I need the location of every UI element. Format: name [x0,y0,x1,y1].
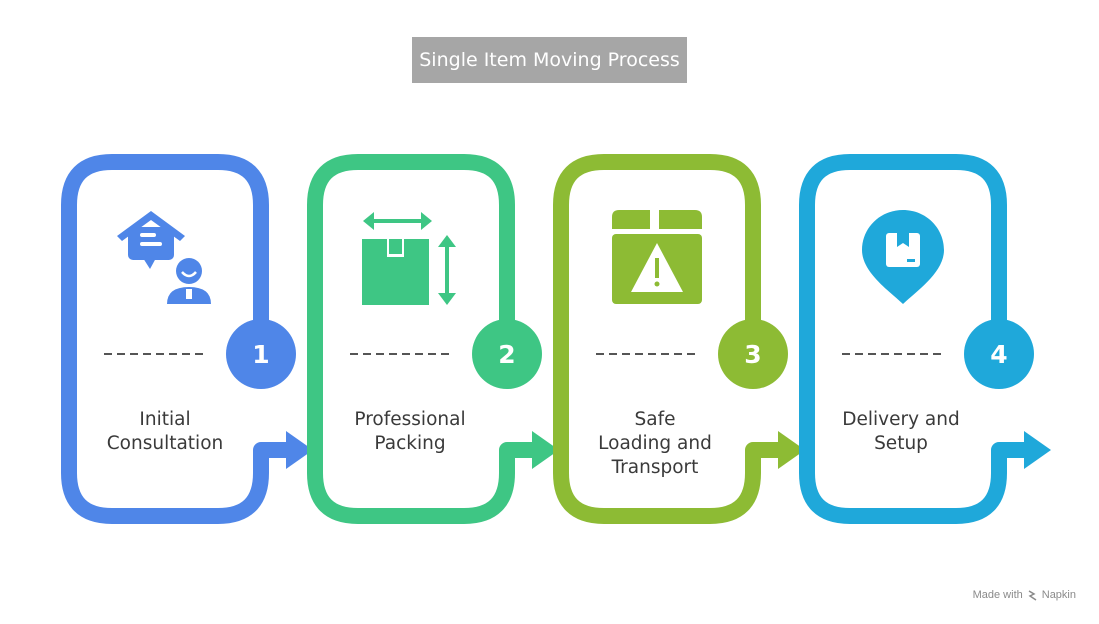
step-2-outline [307,154,532,524]
step-1-arrow-head [286,431,313,469]
step-2-label: Professional Packing [325,408,495,456]
napkin-logo-icon [1028,589,1037,601]
step-4-outline [799,154,1024,524]
step-2-arrow-head [532,431,559,469]
house-chat-person-icon [117,211,211,304]
footer-made-with: Made with [972,589,1023,601]
step-3-label: Safe Loading and Transport [570,408,740,480]
step-1-label-line-2: Consultation [106,433,224,454]
step-4-arrow-head [1024,431,1051,469]
step-2-label-line-2: Packing [374,433,446,454]
step-3-number: 3 [744,340,761,369]
step-1-number-circle [226,319,296,389]
location-box-pin-icon [862,210,944,304]
step-3-label-line-2: Loading and [598,433,712,454]
step-1-label: Initial Consultation [80,408,250,456]
step-3-label-line-3: Transport [611,457,699,478]
step-3: 3 [553,154,805,524]
step-4-label-line-1: Delivery and [842,409,960,430]
step-2-label-line-1: Professional [354,409,466,430]
step-1-number: 1 [252,340,269,369]
step-1-label-line-1: Initial [139,409,191,430]
step-2-number: 2 [498,340,515,369]
step-3-arrow-head [778,431,805,469]
step-4-number: 4 [990,340,1007,369]
step-3-label-line-1: Safe [634,409,676,430]
box-dimensions-icon [362,212,456,305]
step-3-outline [553,154,778,524]
footer-attribution: Made with Napkin [973,589,1076,601]
step-1-outline [61,154,286,524]
footer-brand: Napkin [1041,589,1076,601]
step-1: 1 [61,154,313,524]
step-3-number-circle [718,319,788,389]
diagram-title: Single Item Moving Process [412,37,687,83]
step-2: 2 [307,154,559,524]
step-4: 4 [799,154,1051,524]
step-4-number-circle [964,319,1034,389]
step-2-number-circle [472,319,542,389]
step-4-label: Delivery and Setup [816,408,986,456]
box-warning-icon [612,210,702,304]
step-4-label-line-2: Setup [874,433,928,454]
